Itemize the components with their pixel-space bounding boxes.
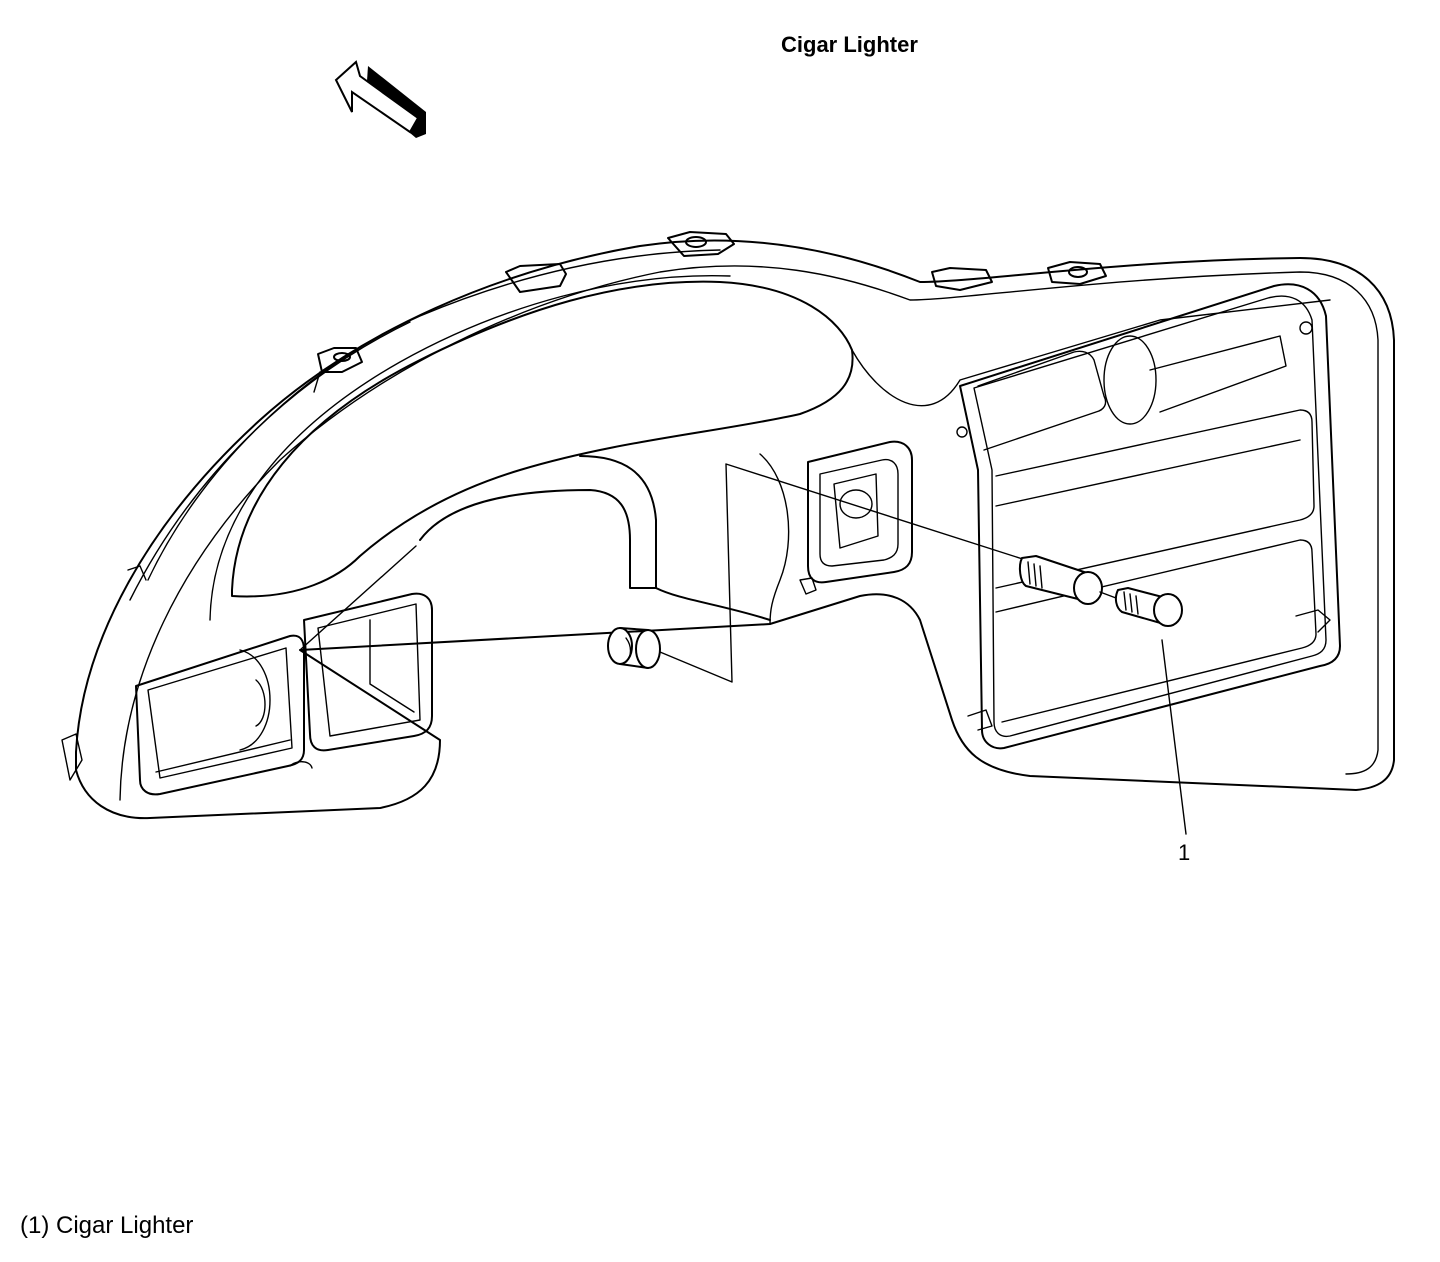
center-switch-opening <box>799 440 913 595</box>
lighter-receptacle-left <box>607 627 661 669</box>
diagram-title: Cigar Lighter <box>781 32 918 57</box>
legend: (1) Cigar Lighter <box>20 1211 193 1241</box>
legend-item-label: Cigar Lighter <box>56 1212 194 1239</box>
callout-label-1: 1 <box>1178 840 1191 865</box>
instrument-panel-shell <box>75 239 1395 820</box>
assembly-leader-lines <box>659 463 1033 683</box>
center-stack <box>956 283 1341 750</box>
mounting-tabs <box>61 231 1107 781</box>
front-direction-arrow-icon <box>334 60 426 138</box>
legend-item-number: (1) <box>20 1212 50 1239</box>
cigar-lighter-assembly <box>1018 555 1183 627</box>
left-air-vents <box>135 592 433 796</box>
callout-leader-1 <box>1161 639 1187 835</box>
